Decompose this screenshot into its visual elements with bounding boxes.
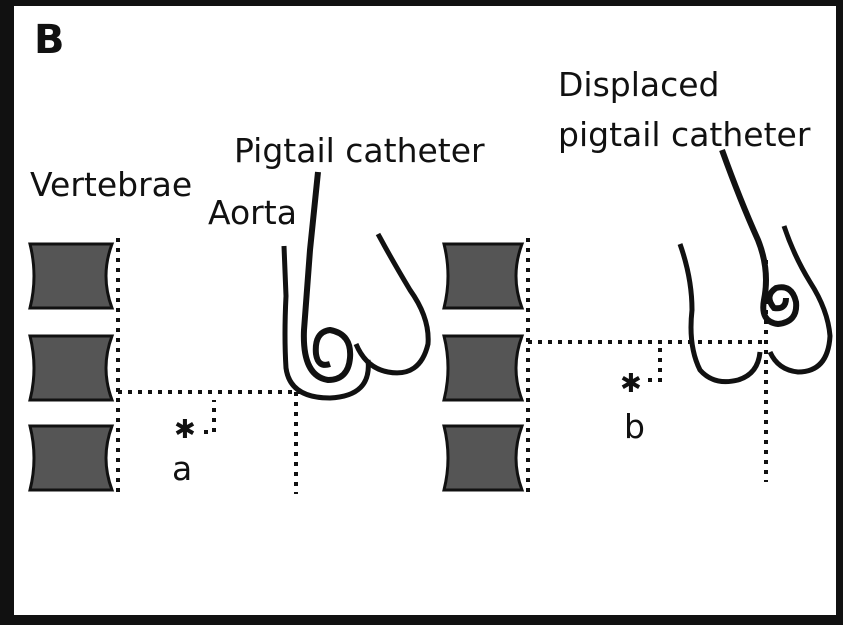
right-vertebra-3	[444, 426, 522, 490]
label-pigtail-catheter: Pigtail catheter	[234, 134, 485, 167]
label-aorta: Aorta	[208, 196, 297, 229]
label-displaced-line1: Displaced	[558, 68, 720, 101]
label-point-a: a	[172, 452, 192, 485]
right-vertebra-1	[444, 244, 522, 308]
label-displaced-line2: pigtail catheter	[558, 118, 810, 151]
svg-text:✱: ✱	[174, 415, 196, 445]
left-vertebrae-group	[30, 238, 118, 494]
left-vertebra-3	[30, 426, 112, 490]
left-aorta-catheter	[284, 172, 428, 398]
right-border-bar	[836, 0, 843, 625]
right-vertebra-2	[444, 336, 522, 400]
left-vertebra-1	[30, 244, 112, 308]
svg-text:✱: ✱	[620, 369, 642, 399]
panel-letter: B	[34, 20, 65, 60]
left-border-bar	[0, 0, 14, 625]
bottom-border-bar	[0, 615, 843, 625]
point-a-marker: ✱	[174, 400, 214, 445]
left-vertebra-2	[30, 336, 112, 400]
label-vertebrae: Vertebrae	[30, 168, 192, 201]
label-point-b: b	[624, 410, 645, 443]
right-aorta-catheter	[680, 150, 830, 382]
point-b-marker: ✱	[620, 348, 660, 399]
top-border-bar	[0, 0, 843, 6]
right-vertebrae-group	[444, 238, 528, 494]
